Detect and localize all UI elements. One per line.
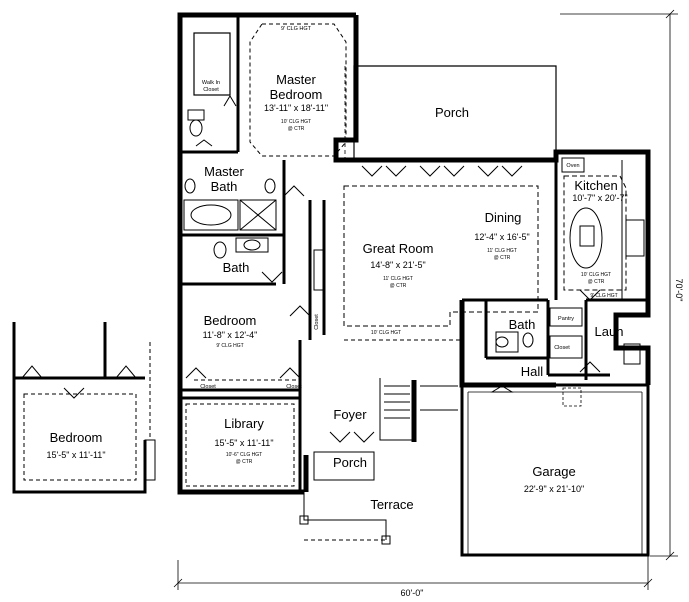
door-swings (185, 95, 601, 443)
laundry-name: Laun (595, 324, 624, 339)
kitchen-bottom-ceiling: 9' CLG HGT (590, 293, 617, 299)
dining-ceiling: 11' CLG HGT (487, 248, 517, 254)
master-bedroom-name-line2: Bedroom (270, 87, 323, 102)
bath-name: Bath (223, 260, 250, 275)
hall-closet-label: Closet (286, 384, 302, 390)
rear-porch-label: Porch (435, 105, 469, 120)
terrace-name: Terrace (370, 497, 413, 512)
master-bedroom-name-line1: Master (276, 72, 316, 87)
pantry-label: Pantry (558, 316, 574, 322)
alt-bedroom-name: Bedroom (50, 430, 103, 445)
bedroom-ceiling: 9' CLG HGT (216, 343, 243, 349)
master-bath-line2: Bath (211, 179, 238, 194)
library-ceiling: 10'-6" CLG HGT (226, 452, 262, 458)
dining-ceiling-ctr: @ CTR (494, 255, 511, 261)
library-name: Library (224, 416, 264, 431)
kitchen-dims: 10'-7" x 20'-7" (572, 193, 627, 203)
walk-in-closet-line2: Closet (203, 87, 219, 93)
kitchen-ceiling: 10' CLG HGT (581, 272, 611, 278)
great-room-closet-label: Closet (314, 314, 320, 330)
overall-width-label: 60'-0" (401, 588, 424, 598)
library-dims: 15'-5" x 11'-11" (214, 438, 273, 448)
small-bath-name: Bath (509, 317, 536, 332)
master-bedroom-dims: 13'-11" x 18'-11" (264, 103, 328, 113)
bedroom-closet-label: Closet (200, 384, 216, 390)
garage-walls (460, 383, 650, 557)
dining-dims: 12'-4" x 16'-5" (474, 232, 529, 242)
garage-name: Garage (532, 464, 575, 479)
hall-name: Hall (521, 364, 544, 379)
kitchen-name: Kitchen (574, 178, 617, 193)
alt-bedroom-dims: 15'-5" x 11'-11" (46, 450, 105, 460)
walk-in-closet-line1: Walk In (202, 80, 220, 86)
kitchen-ceiling-ctr: @ CTR (588, 279, 605, 285)
alt-bedroom-plan (12, 322, 156, 494)
master-bedroom-top-ceiling: 9' CLG HGT (281, 26, 312, 32)
dining-name: Dining (485, 210, 522, 225)
library-ceiling-ctr: @ CTR (236, 459, 253, 465)
foyer-name: Foyer (333, 407, 367, 422)
oven-label: Oven (566, 163, 579, 169)
master-bath-line1: Master (204, 164, 244, 179)
great-room-ceiling: 11' CLG HGT (383, 276, 413, 282)
bedroom-name: Bedroom (204, 313, 257, 328)
master-bedroom-ceiling-ctr: @ CTR (288, 126, 305, 132)
front-porch-name: Porch (333, 455, 367, 470)
garage-dims: 22'-9" x 21'-10" (524, 484, 584, 494)
master-bedroom-ceiling: 10' CLG HGT (281, 119, 311, 125)
interior-details (183, 23, 645, 545)
bath-closet-label: Closet (554, 345, 570, 351)
great-room-ceiling-ctr: @ CTR (390, 283, 407, 289)
great-room-name: Great Room (363, 241, 434, 256)
overall-depth-label: 70'-0" (674, 279, 684, 302)
great-room-bottom-ceiling: 10' CLG HGT (371, 330, 401, 336)
great-room-dims: 14'-8" x 21'-5" (370, 260, 425, 270)
bedroom-dims: 11'-8" x 12'-4" (203, 330, 258, 340)
labels: 60'-0" 70'-0" 9' CLG HGT Master Bedroom … (46, 26, 684, 598)
